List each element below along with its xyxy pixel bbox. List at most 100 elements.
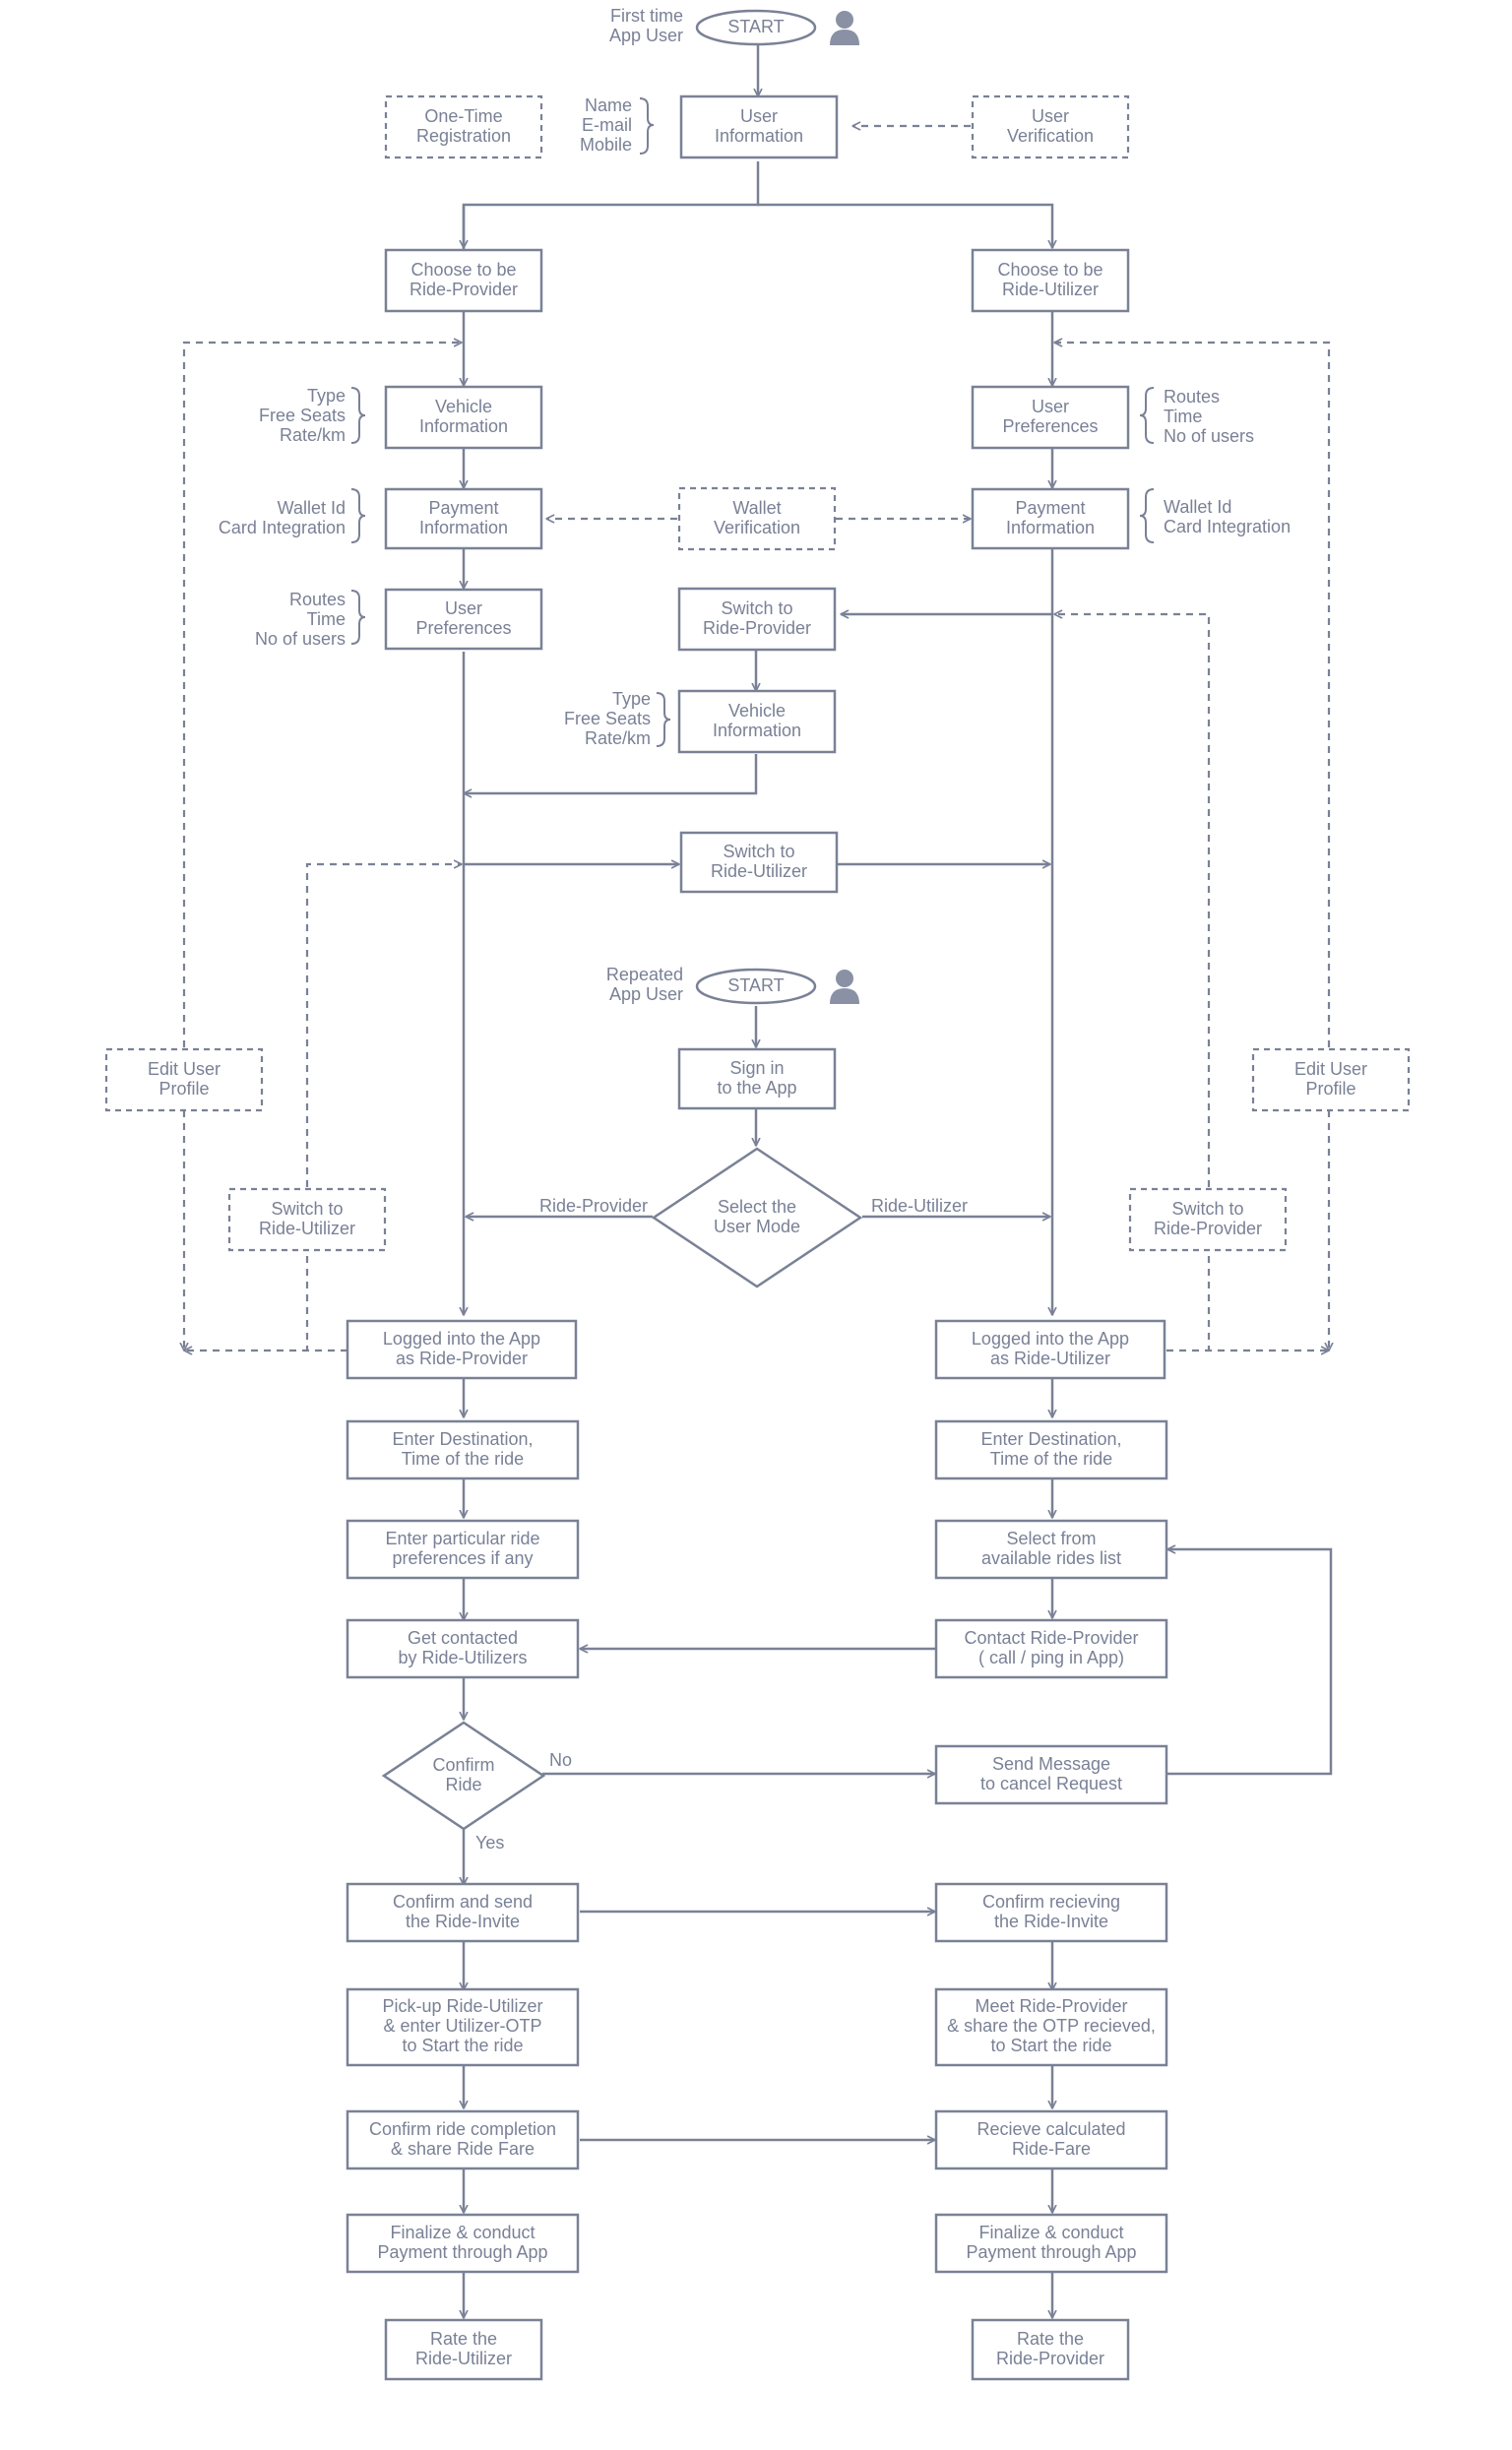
node-label-partPref: Enter particular ride bbox=[385, 1529, 539, 1548]
node-label-editR: Edit User bbox=[1294, 1059, 1367, 1079]
node-label-userinfo: Information bbox=[715, 126, 803, 146]
node-label-meet: Meet Ride-Provider bbox=[975, 1996, 1127, 2016]
node-label-start1: START bbox=[727, 17, 784, 36]
node-label-selectMode: Select the bbox=[718, 1197, 796, 1217]
node-label-loggedUtilizer: as Ride-Utilizer bbox=[990, 1349, 1110, 1368]
note-nameEmail: Mobile bbox=[580, 135, 632, 155]
node-label-switchProvider: Ride-Provider bbox=[703, 618, 811, 638]
note-vehicleFieldsM: Free Seats bbox=[564, 709, 651, 728]
node-label-destR: Enter Destination, bbox=[980, 1429, 1121, 1449]
node-label-receiveFare: Ride-Fare bbox=[1012, 2139, 1091, 2159]
node-label-destL: Enter Destination, bbox=[392, 1429, 533, 1449]
node-label-completion: & share Ride Fare bbox=[391, 2139, 535, 2159]
node-label-walletVerif: Wallet bbox=[732, 498, 781, 518]
note-nameEmail: E-mail bbox=[582, 115, 632, 135]
node-label-vehicleM: Information bbox=[713, 721, 801, 740]
note-prefFieldsL: Routes bbox=[289, 590, 346, 609]
note-prefFieldsR: Time bbox=[1164, 407, 1202, 426]
node-label-selectMode: User Mode bbox=[714, 1217, 800, 1236]
node-label-loggedUtilizer: Logged into the App bbox=[972, 1329, 1129, 1349]
node-label-chooseProvider: Ride-Provider bbox=[410, 280, 518, 299]
note-vehicleFieldsM: Rate/km bbox=[585, 728, 651, 748]
node-label-confirmRide: Confirm bbox=[432, 1755, 494, 1775]
edge-label-rideUtilizer: Ride-Utilizer bbox=[871, 1196, 968, 1216]
node-label-start2: START bbox=[727, 975, 784, 995]
node-label-vehicleL: Vehicle bbox=[435, 397, 492, 416]
node-label-contactProvider: Contact Ride-Provider bbox=[964, 1628, 1138, 1648]
node-label-confirmRide: Ride bbox=[445, 1775, 481, 1794]
node-label-pickup: & enter Utilizer-OTP bbox=[383, 2016, 541, 2036]
node-label-signin: to the App bbox=[717, 1078, 796, 1098]
node-label-rateProv: Rate the bbox=[1017, 2329, 1084, 2349]
node-label-finalR: Finalize & conduct bbox=[978, 2223, 1123, 2242]
node-label-switchProvR: Switch to bbox=[1171, 1199, 1243, 1219]
node-label-payR: Payment bbox=[1015, 498, 1085, 518]
node-label-switchUtilL: Switch to bbox=[271, 1199, 343, 1219]
note-firstTime: First time bbox=[610, 6, 683, 26]
start-ovals bbox=[695, 9, 817, 1005]
node-label-rateProv: Ride-Provider bbox=[996, 2349, 1104, 2368]
node-label-sendMessage: to cancel Request bbox=[980, 1774, 1122, 1793]
node-label-vehicleL: Information bbox=[419, 416, 508, 436]
note-repeated: App User bbox=[609, 984, 683, 1004]
node-label-partPref: preferences if any bbox=[392, 1548, 533, 1568]
node-label-sendMessage: Send Message bbox=[992, 1754, 1110, 1774]
node-label-switchProvider: Switch to bbox=[721, 598, 792, 618]
node-label-destL: Time of the ride bbox=[402, 1449, 524, 1469]
node-label-confirmSend: the Ride-Invite bbox=[406, 1912, 520, 1931]
node-label-userverif: Verification bbox=[1007, 126, 1094, 146]
node-label-userinfo: User bbox=[740, 106, 778, 126]
node-label-prefL: Preferences bbox=[415, 618, 511, 638]
dashed-boxes bbox=[104, 94, 1411, 1252]
note-walletFieldsL: Wallet Id bbox=[278, 498, 346, 518]
node-label-contactProvider: ( call / ping in App) bbox=[978, 1648, 1124, 1667]
node-label-payR: Information bbox=[1006, 518, 1095, 537]
edge-label-rideProvider: Ride-Provider bbox=[539, 1196, 648, 1216]
node-label-finalL: Payment through App bbox=[377, 2242, 547, 2262]
node-label-payL: Information bbox=[419, 518, 508, 537]
dashed-connectors bbox=[184, 126, 1329, 1351]
node-label-getContacted: Get contacted bbox=[408, 1628, 518, 1648]
node-label-finalR: Payment through App bbox=[966, 2242, 1136, 2262]
note-repeated: Repeated bbox=[606, 965, 683, 984]
node-label-onetime: One-Time bbox=[424, 106, 502, 126]
decision-diamonds bbox=[381, 1147, 863, 1831]
note-vehicleFieldsL: Type bbox=[307, 386, 346, 406]
note-vehicleFieldsM: Type bbox=[612, 689, 651, 709]
node-label-switchProvR: Ride-Provider bbox=[1154, 1219, 1262, 1238]
node-label-confirmSend: Confirm and send bbox=[393, 1892, 533, 1912]
node-label-switchUtilizer: Switch to bbox=[723, 842, 794, 861]
node-label-editL: Edit User bbox=[148, 1059, 220, 1079]
labels: STARTUserInformationOne-TimeRegistration… bbox=[148, 6, 1367, 2368]
user-icon bbox=[830, 970, 859, 1004]
node-label-selectRides: available rides list bbox=[981, 1548, 1121, 1568]
note-vehicleFieldsL: Free Seats bbox=[259, 406, 346, 425]
node-label-loggedProvider: Logged into the App bbox=[383, 1329, 540, 1349]
note-prefFieldsR: Routes bbox=[1164, 387, 1220, 407]
node-label-switchUtilizer: Ride-Utilizer bbox=[711, 861, 807, 881]
node-label-confirmRecv: Confirm recieving bbox=[982, 1892, 1120, 1912]
note-walletFieldsR: Wallet Id bbox=[1164, 497, 1231, 517]
edge-label-no: No bbox=[549, 1750, 572, 1770]
node-label-walletVerif: Verification bbox=[714, 518, 800, 537]
node-label-chooseUtilizer: Choose to be bbox=[997, 260, 1102, 280]
node-label-rateUtil: Ride-Utilizer bbox=[415, 2349, 512, 2368]
node-label-confirmRecv: the Ride-Invite bbox=[994, 1912, 1108, 1931]
note-firstTime: App User bbox=[609, 26, 683, 45]
node-label-finalL: Finalize & conduct bbox=[390, 2223, 535, 2242]
note-vehicleFieldsL: Rate/km bbox=[280, 425, 346, 445]
note-prefFieldsR: No of users bbox=[1164, 426, 1254, 446]
node-label-getContacted: by Ride-Utilizers bbox=[398, 1648, 527, 1667]
node-label-editR: Profile bbox=[1305, 1079, 1355, 1099]
node-label-chooseUtilizer: Ride-Utilizer bbox=[1002, 280, 1099, 299]
node-label-onetime: Registration bbox=[416, 126, 511, 146]
node-label-userverif: User bbox=[1032, 106, 1069, 126]
node-label-prefR: User bbox=[1032, 397, 1069, 416]
note-walletFieldsL: Card Integration bbox=[219, 518, 346, 537]
node-label-meet: to Start the ride bbox=[990, 2036, 1111, 2055]
node-label-prefR: Preferences bbox=[1002, 416, 1098, 436]
solid-connectors bbox=[464, 43, 1333, 2318]
field-braces bbox=[350, 97, 1155, 747]
